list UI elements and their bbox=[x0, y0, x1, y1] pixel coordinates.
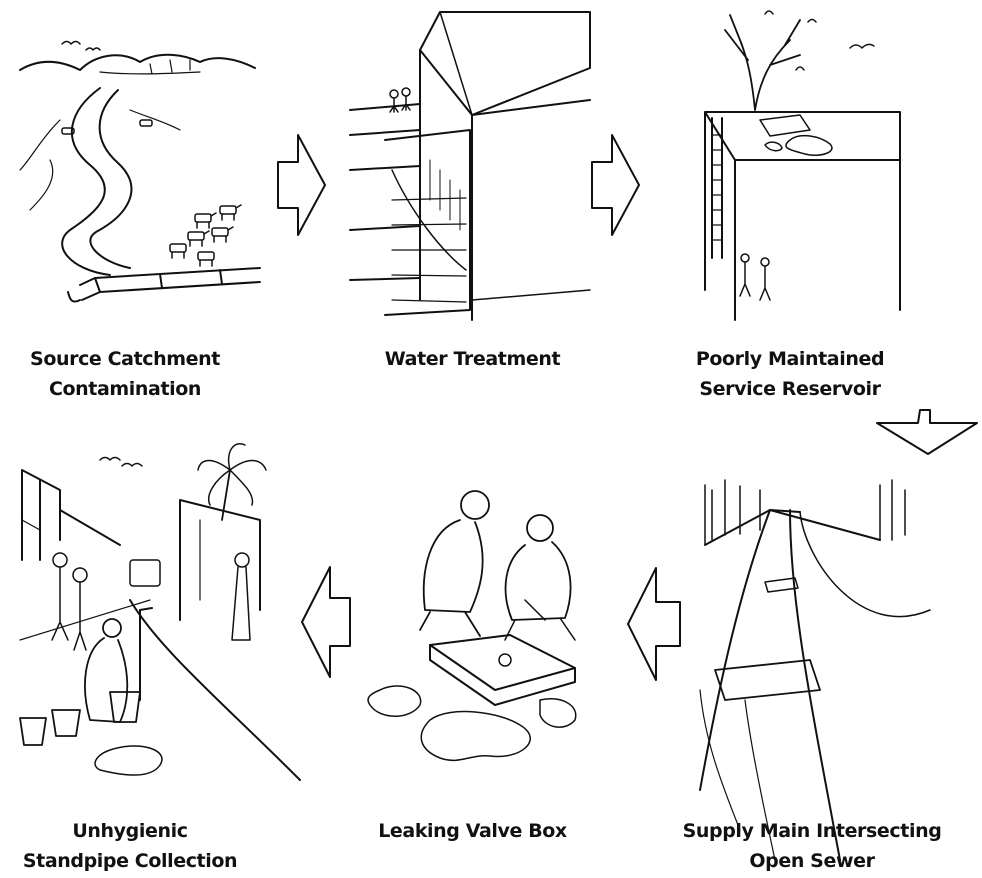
service-reservoir-illustration bbox=[704, 10, 901, 321]
open-sewer-illustration bbox=[699, 479, 931, 861]
caption-leaking-valve-box: Leaking Valve Box bbox=[355, 816, 590, 846]
caption-valve-line-1: Leaking Valve Box bbox=[378, 820, 567, 842]
caption-treatment-line-1: Water Treatment bbox=[384, 348, 561, 370]
caption-standpipe-line-1: Unhygienic bbox=[72, 820, 188, 842]
caption-source-catchment: Source Catchment Contamination bbox=[10, 344, 240, 404]
flow-arrows bbox=[277, 134, 978, 681]
caption-water-treatment: Water Treatment bbox=[355, 344, 590, 374]
leaking-valve-box-illustration bbox=[367, 490, 577, 762]
arrow-right-1 bbox=[277, 134, 326, 236]
caption-supply-main-sewer: Supply Main Intersecting Open Sewer bbox=[662, 816, 962, 876]
water-treatment-illustration bbox=[349, 11, 591, 321]
arrow-down bbox=[876, 409, 978, 455]
source-catchment-illustration bbox=[19, 40, 261, 303]
caption-source-line-2: Contamination bbox=[48, 378, 202, 400]
caption-standpipe-collection: Unhygienic Standpipe Collection bbox=[15, 816, 245, 876]
caption-sewer-line-2: Open Sewer bbox=[749, 850, 875, 872]
caption-sewer-line-1: Supply Main Intersecting bbox=[682, 820, 942, 842]
standpipe-collection-illustration bbox=[19, 443, 301, 781]
arrow-left-1 bbox=[627, 567, 681, 681]
caption-service-reservoir: Poorly Maintained Service Reservoir bbox=[670, 344, 910, 404]
caption-standpipe-line-2: Standpipe Collection bbox=[22, 850, 238, 872]
caption-source-line-1: Source Catchment bbox=[30, 348, 220, 370]
arrow-right-2 bbox=[591, 134, 640, 236]
caption-reservoir-line-1: Poorly Maintained bbox=[695, 348, 885, 370]
arrow-left-2 bbox=[301, 566, 351, 678]
caption-reservoir-line-2: Service Reservoir bbox=[699, 378, 881, 400]
